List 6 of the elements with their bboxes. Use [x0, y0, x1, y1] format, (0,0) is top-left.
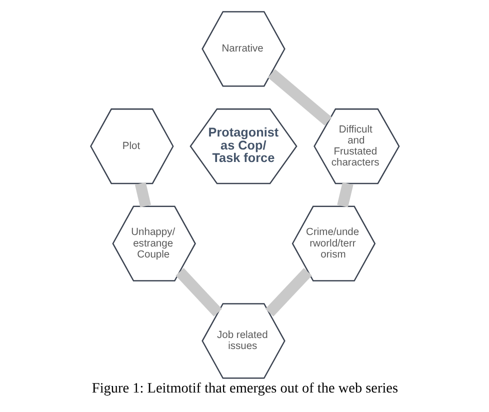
connector	[267, 69, 332, 126]
connector	[264, 268, 312, 316]
caption: Figure 1: Leitmotif that emerges out of the web series	[91, 380, 398, 397]
connector	[175, 268, 222, 316]
connector	[336, 182, 353, 208]
connector	[134, 182, 150, 208]
